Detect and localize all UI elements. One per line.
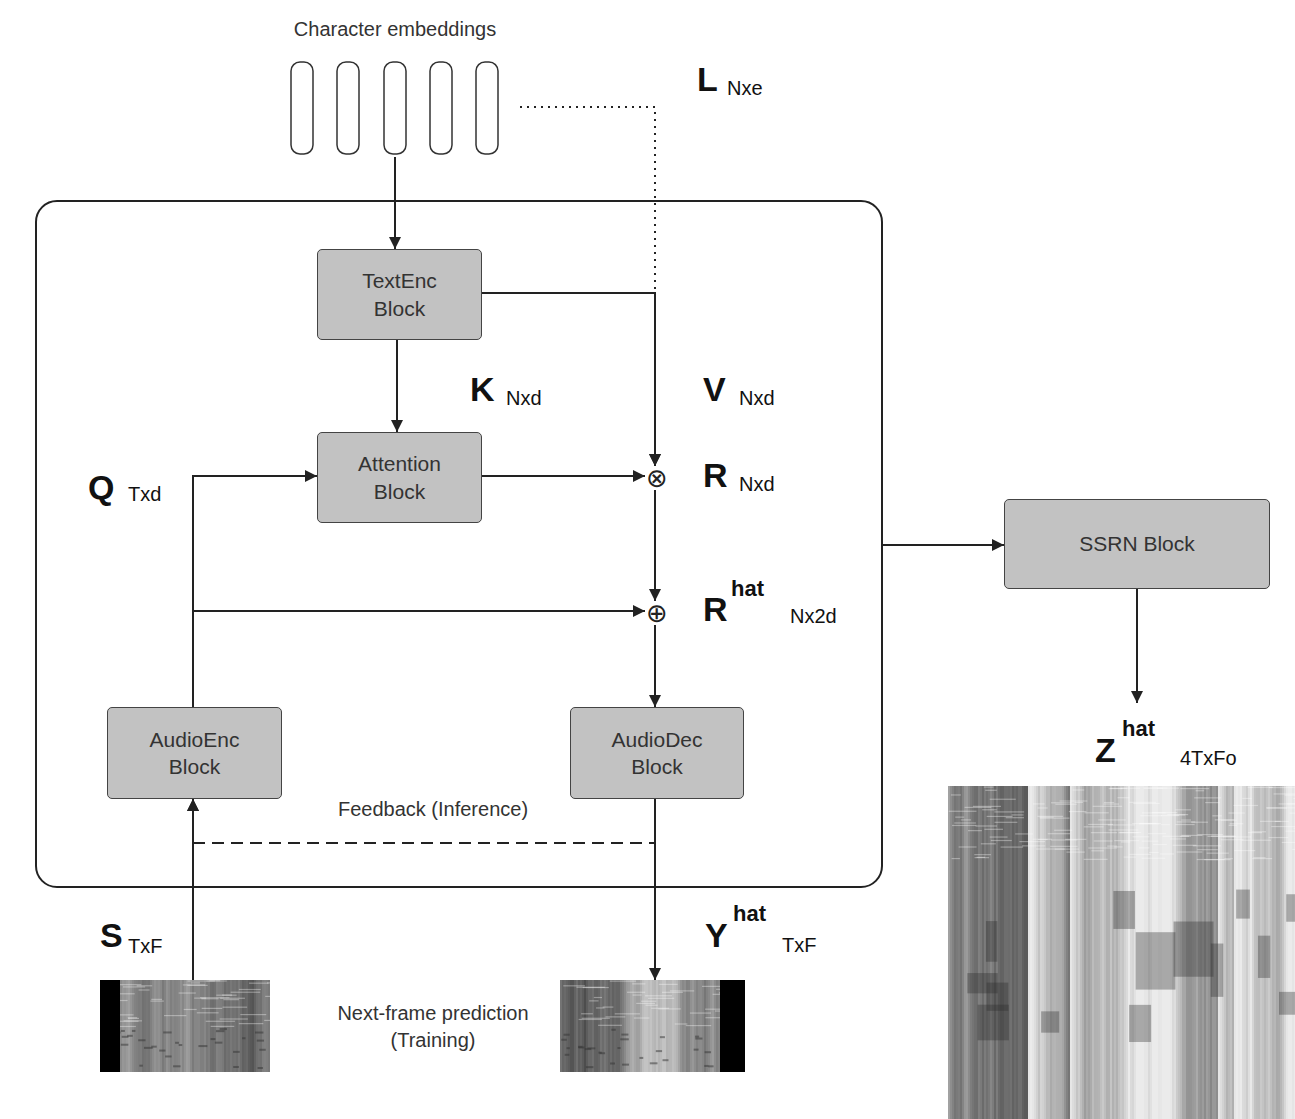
- dimension-subscript: TxF: [782, 935, 816, 955]
- edge-label: Feedback (Inference): [334, 797, 532, 821]
- process-box: TextEnc Block: [317, 249, 482, 340]
- tensor-symbol: R: [703, 458, 728, 492]
- tensor-symbol: V: [703, 372, 726, 406]
- block-label: AudioDec Block: [600, 726, 715, 781]
- spectrogram: Zhat 4TxFo: [948, 703, 1295, 1119]
- spectrogram-image: [560, 980, 745, 1072]
- block-label: SSRN Block: [1079, 530, 1195, 557]
- process-box: AudioEnc Block: [107, 707, 282, 799]
- spectrogram-image: [948, 786, 1295, 1119]
- spectrogram: STxF: [100, 980, 270, 1072]
- annotation-note: Next-frame prediction (Training): [318, 1000, 548, 1054]
- connector-arrow: [520, 107, 655, 466]
- connector-arrow: [654, 490, 656, 601]
- connector-arrow: [394, 157, 396, 249]
- tensor-symbol: L: [697, 62, 718, 96]
- operator-node: ⊕: [645, 601, 669, 625]
- connector-arrow: [482, 293, 655, 466]
- operator-symbol: ⊗: [646, 466, 668, 490]
- dimension-subscript: Nxd: [506, 388, 542, 408]
- connector-arrow: [193, 611, 645, 707]
- dimension-subscript: Nxe: [727, 78, 763, 98]
- tensor-symbol: Y: [705, 918, 728, 952]
- dimension-subscript: Txd: [128, 484, 161, 504]
- dimension-subscript: Nxd: [739, 388, 775, 408]
- tensor-symbol: K: [470, 372, 495, 406]
- embedding-group: Character embeddings: [270, 12, 520, 157]
- model-frame: TextEnc BlockAttention Block ⊗ ⊕ AudioEnc B…: [35, 200, 883, 888]
- block-label: Attention Block: [342, 450, 457, 505]
- section-heading: Character embeddings: [270, 18, 520, 41]
- tensor-symbol: S: [100, 918, 123, 952]
- connector-arrow: [1136, 589, 1138, 703]
- tensor-symbol: Q: [88, 470, 114, 504]
- operator-symbol: ⊕: [646, 601, 668, 625]
- connector-arrow: [654, 625, 656, 707]
- tensor-symbol: R: [703, 592, 728, 626]
- dimension-subscript: 4TxFo: [1180, 748, 1237, 768]
- spectrogram-image: [100, 980, 270, 1072]
- connector-arrow: [482, 475, 645, 477]
- tensor-symbol: Z: [1095, 733, 1116, 767]
- dimension-subscript: TxF: [128, 936, 162, 956]
- hat-superscript: hat: [733, 903, 766, 925]
- connector-arrow: [883, 544, 1004, 546]
- connector-arrow: [192, 799, 194, 980]
- hat-superscript: hat: [1122, 718, 1155, 740]
- hat-superscript: hat: [731, 578, 764, 600]
- dimension-subscript: Nxd: [739, 474, 775, 494]
- connector-arrow: [654, 799, 656, 980]
- process-box: SSRN Block: [1004, 499, 1270, 589]
- connector-arrow: [396, 340, 398, 432]
- dimension-subscript: Nx2d: [790, 606, 837, 626]
- connector-arrow: [193, 476, 317, 707]
- block-label: AudioEnc Block: [137, 726, 252, 781]
- operator-node: ⊗: [645, 466, 669, 490]
- process-box: Attention Block: [317, 432, 482, 523]
- process-box: AudioDec Block: [570, 707, 744, 799]
- block-label: TextEnc Block: [342, 267, 457, 322]
- spectrogram: YhatTxF: [560, 980, 745, 1072]
